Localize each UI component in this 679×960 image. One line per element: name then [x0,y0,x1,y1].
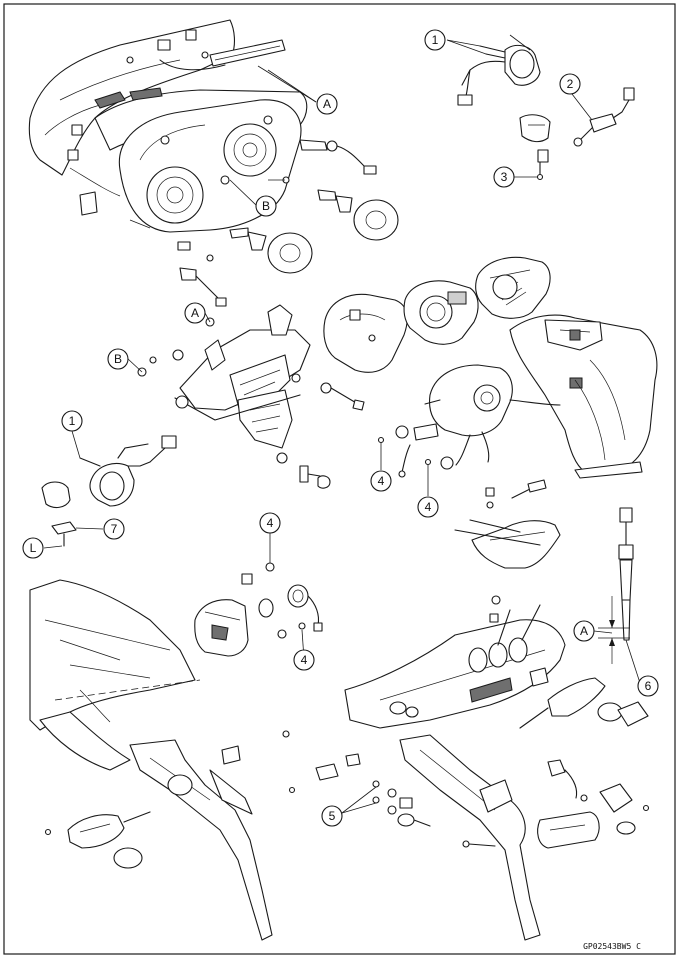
callout-7: 7 [103,518,125,540]
svg-text:L: L [30,541,37,555]
svg-text:4: 4 [301,653,308,667]
document-code: GP02543BW5 C [583,942,641,951]
sensor-rod [618,507,634,641]
callout-2: 2 [559,73,581,95]
svg-text:B: B [262,199,270,213]
svg-text:4: 4 [267,516,274,530]
callout-1-top: 1 [424,29,446,51]
svg-text:3: 3 [501,170,508,184]
callout-4-b: 4 [293,649,315,671]
callout-3: 3 [493,166,515,188]
headlight-unit [118,99,302,233]
callout-L: L [22,537,44,559]
fasteners-bottom-center [288,753,431,827]
inner-cover-right [509,314,658,479]
svg-text:6: 6 [645,679,652,693]
svg-text:1: 1 [432,33,439,47]
license-plate-bracket-right [399,734,600,941]
callout-5: 5 [321,805,343,827]
dimension-A [598,596,630,664]
svg-text:4: 4 [378,474,385,488]
oxygen-sensor [573,87,635,147]
svg-text:A: A [580,624,588,638]
license-plate-bracket-left [129,730,290,941]
tail-cowl [344,604,566,729]
callout-B-top: B [255,195,277,217]
rear-view-mount [194,562,323,657]
headlight-bulbs-and-covers [177,139,399,307]
left-handlebar-switch [41,435,177,547]
callout-4-a: 4 [259,512,281,534]
middle-fairing-left [29,579,201,771]
callout-A-dimension: A [573,620,595,642]
svg-text:1: 1 [69,414,76,428]
callout-4-c: 4 [370,470,392,492]
callout-6: 6 [637,675,659,697]
svg-text:B: B [114,352,122,366]
callout-A-top: A [316,93,338,115]
seat-cowl-bracket [454,479,561,623]
page-border [3,3,676,955]
right-handlebar-switch [457,44,551,181]
callout-4-d: 4 [417,496,439,518]
svg-text:7: 7 [111,522,118,536]
callout-B-mid: B [107,348,129,370]
svg-text:5: 5 [329,809,336,823]
callout-1-left: 1 [61,410,83,432]
turn-signal-left-rear [44,811,151,869]
turn-signal-right-rear [519,677,650,835]
svg-text:A: A [323,97,331,111]
svg-text:A: A [191,306,199,320]
meter-harness-unit [377,364,561,478]
svg-text:4: 4 [425,500,432,514]
leader-lines [43,34,641,814]
meter-bracket-stay [137,304,365,489]
callout-A-mid: A [184,302,206,324]
svg-text:2: 2 [567,77,574,91]
meter-assembly [323,256,551,373]
